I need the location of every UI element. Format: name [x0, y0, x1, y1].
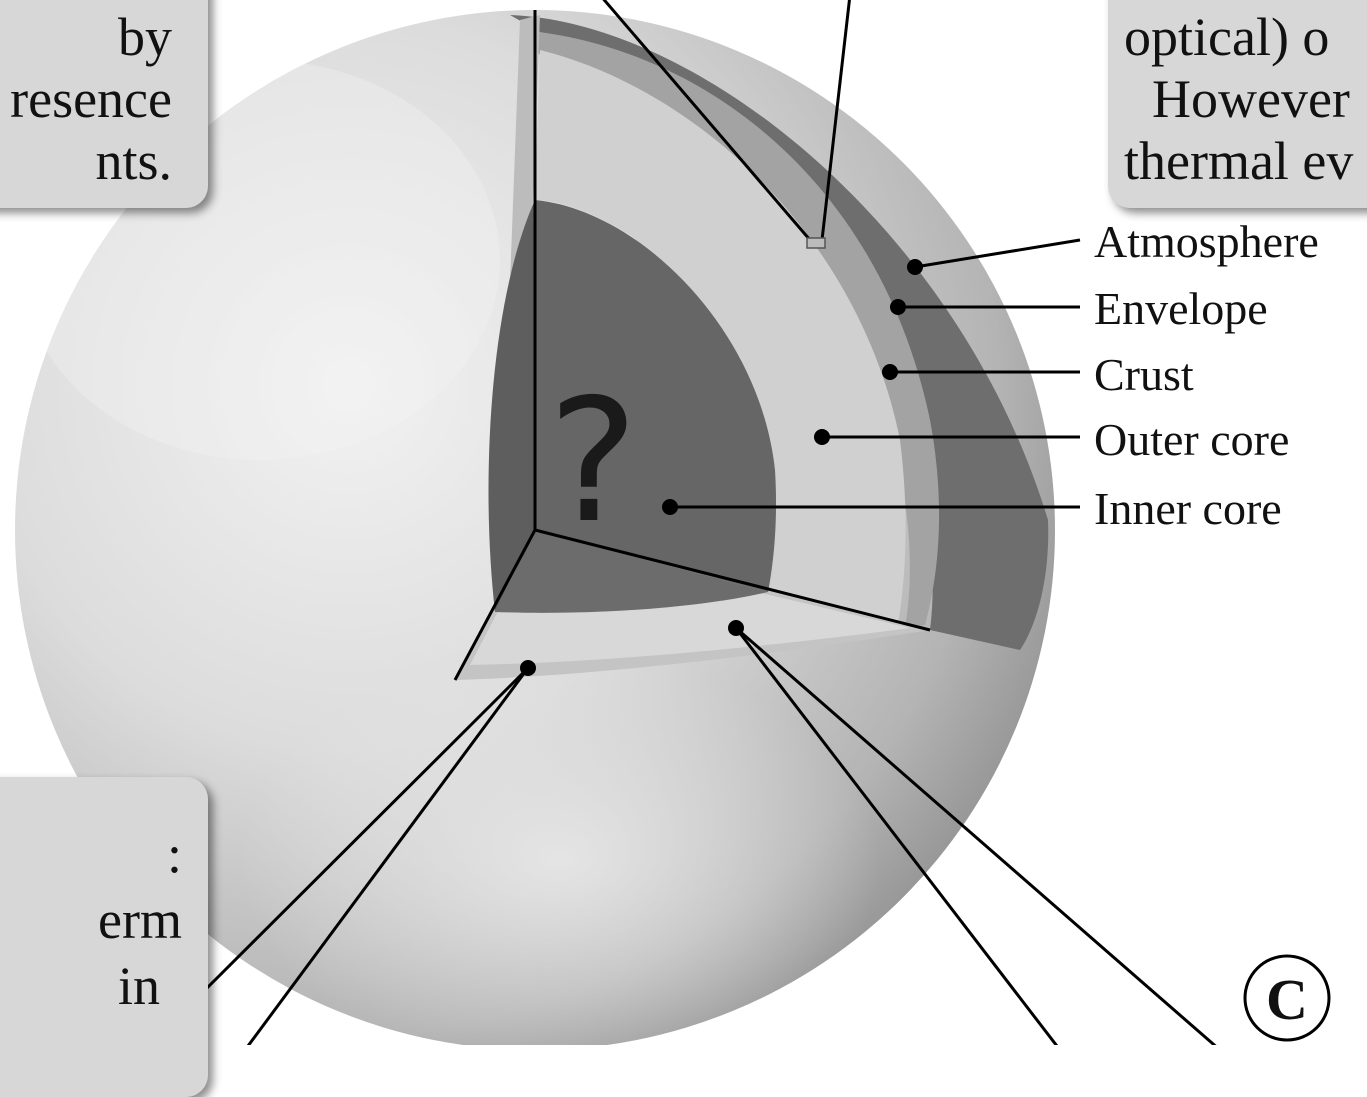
label-crust: Crust [1094, 349, 1194, 400]
cutaway-wedge [455, 10, 1048, 680]
callout-top-right: optical) o However thermal ev [1108, 0, 1367, 208]
inner-core-dot [662, 499, 678, 515]
callout-bottom-left: : erm in [0, 777, 208, 1097]
unknown-center-mark: ? [548, 363, 638, 561]
outer-core-bottom-dot [728, 620, 744, 636]
label-envelope: Envelope [1094, 283, 1268, 334]
outer-core-dot [814, 429, 830, 445]
callout-text: optical) o However thermal ev [1124, 6, 1353, 192]
envelope-dot [890, 299, 906, 315]
panel-badge: C [1245, 956, 1329, 1040]
label-atmosphere: Atmosphere [1094, 216, 1319, 267]
label-inner-core: Inner core [1094, 483, 1282, 534]
crust-dot [882, 364, 898, 380]
atmosphere-dot [907, 259, 923, 275]
crust-bottom-dot [520, 660, 536, 676]
callout-text: : erm in [98, 821, 182, 1019]
label-outer-core: Outer core [1094, 414, 1289, 465]
callout-text: by resence nts. [10, 6, 172, 192]
svg-text:C: C [1266, 967, 1308, 1032]
callout-top-left: by resence nts. [0, 0, 208, 208]
